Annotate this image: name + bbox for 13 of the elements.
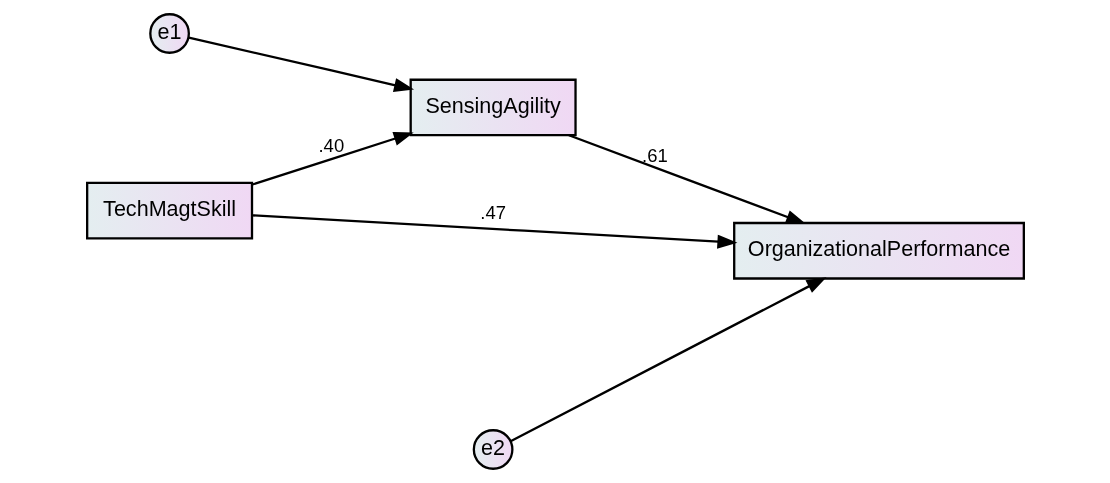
node-box: OrganizationalPerformance bbox=[732, 221, 1025, 280]
edge-label: .47 bbox=[479, 202, 506, 224]
edge-label: .40 bbox=[318, 134, 344, 156]
arrow bbox=[509, 277, 827, 443]
node-circle: e1 bbox=[148, 13, 190, 54]
edge-label: .61 bbox=[641, 145, 668, 167]
node-circle: e2 bbox=[472, 429, 513, 470]
arrow bbox=[251, 132, 414, 186]
arrow bbox=[188, 36, 414, 92]
arrow bbox=[568, 134, 806, 224]
node-box: TechMagtSkill bbox=[85, 181, 253, 240]
node-box: SensingAgility bbox=[409, 78, 577, 137]
arrow bbox=[251, 214, 737, 249]
